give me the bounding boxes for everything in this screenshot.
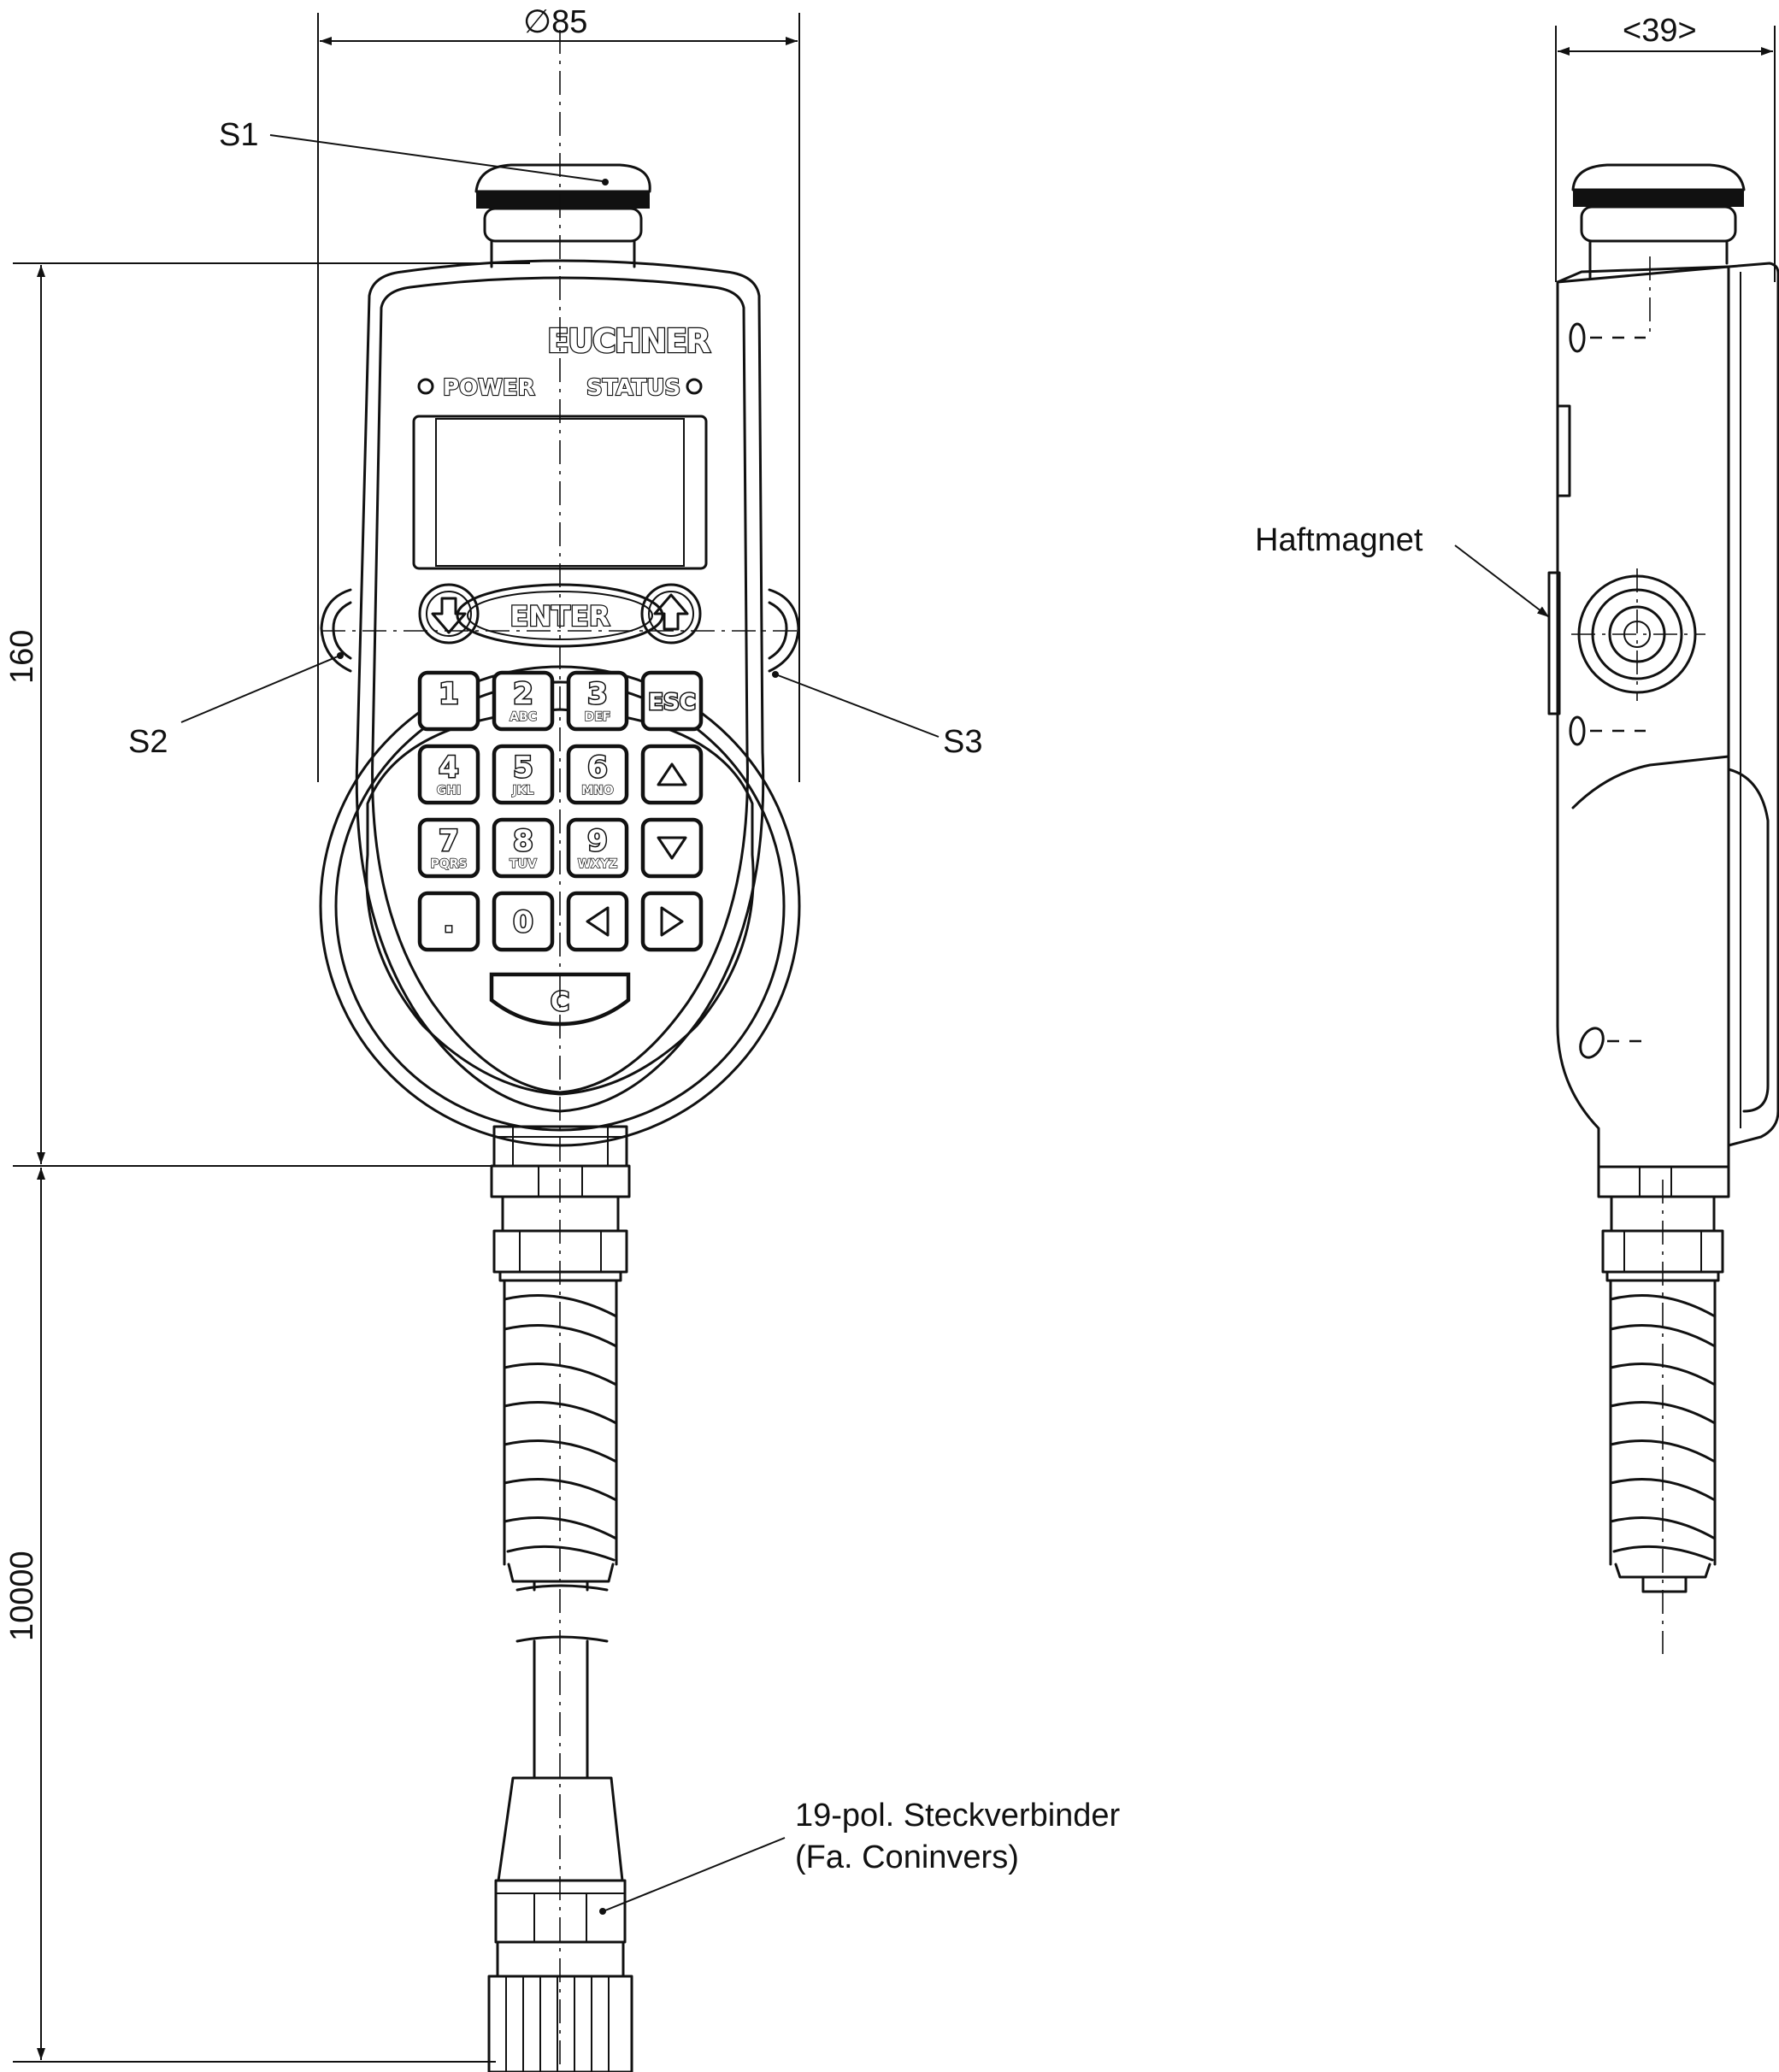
arrow-down-circle-icon[interactable] bbox=[418, 583, 480, 645]
svg-text:PQRS: PQRS bbox=[430, 857, 467, 871]
power-label: POWER bbox=[443, 375, 535, 401]
triangle-down-icon[interactable] bbox=[640, 817, 704, 879]
svg-text:.: . bbox=[444, 905, 455, 939]
brand-logo: EUCHNER bbox=[547, 322, 710, 360]
svg-text:WXYZ: WXYZ bbox=[578, 857, 618, 871]
status-led-icon bbox=[686, 378, 703, 395]
svg-text:7: 7 bbox=[439, 824, 459, 858]
svg-text:ABC: ABC bbox=[510, 710, 537, 724]
key-1[interactable]: 1 bbox=[417, 670, 480, 732]
side-view bbox=[1547, 163, 1779, 1654]
key-esc[interactable]: ESC bbox=[640, 670, 704, 732]
status-label: STATUS bbox=[586, 375, 680, 401]
triangle-left-icon[interactable] bbox=[566, 891, 629, 952]
dimension-side-width: <39> bbox=[1623, 13, 1697, 49]
svg-text:4: 4 bbox=[439, 751, 459, 785]
label-s1: S1 bbox=[219, 117, 258, 153]
holding-magnet bbox=[1547, 571, 1697, 715]
cable bbox=[515, 1580, 609, 1780]
svg-text:0: 0 bbox=[513, 905, 533, 939]
svg-text:1: 1 bbox=[439, 677, 459, 711]
triangle-right-icon[interactable] bbox=[640, 891, 704, 952]
svg-text:5: 5 bbox=[513, 751, 533, 785]
label-connector-line2: (Fa. Coninvers) bbox=[795, 1839, 1019, 1875]
side-emergency-stop bbox=[1571, 163, 1746, 280]
label-s2: S2 bbox=[128, 724, 168, 760]
svg-text:JKL: JKL bbox=[512, 784, 534, 798]
dimension-height: 160 bbox=[4, 630, 40, 684]
svg-text:2: 2 bbox=[513, 677, 533, 711]
dimension-cable-length: 10000 bbox=[4, 1551, 40, 1641]
svg-text:DEF: DEF bbox=[585, 710, 611, 724]
key-clear[interactable]: C bbox=[489, 972, 631, 1027]
label-s3: S3 bbox=[943, 724, 982, 760]
key-0[interactable]: 0 bbox=[492, 891, 555, 952]
dimension-lines bbox=[13, 13, 1776, 2063]
svg-text:TUV: TUV bbox=[510, 857, 537, 871]
svg-text:ESC: ESC bbox=[648, 690, 696, 715]
svg-text:GHI: GHI bbox=[437, 784, 461, 798]
label-haftmagnet: Haftmagnet bbox=[1255, 522, 1423, 558]
svg-text:MNO: MNO bbox=[581, 784, 614, 798]
svg-text:6: 6 bbox=[587, 751, 608, 785]
power-led-icon bbox=[417, 378, 434, 395]
dimension-diameter: ∅85 bbox=[523, 4, 587, 40]
svg-text:9: 9 bbox=[587, 824, 608, 858]
side-cable-gland bbox=[1597, 1165, 1730, 1593]
arrow-up-circle-icon[interactable] bbox=[640, 583, 702, 645]
svg-text:8: 8 bbox=[513, 824, 533, 858]
label-connector-line1: 19-pol. Steckverbinder bbox=[795, 1798, 1121, 1834]
leader-lines bbox=[180, 134, 1550, 1915]
svg-text:3: 3 bbox=[587, 677, 608, 711]
emergency-stop-button bbox=[474, 163, 651, 268]
key-dot[interactable]: . bbox=[417, 891, 480, 952]
triangle-up-icon[interactable] bbox=[640, 744, 704, 805]
